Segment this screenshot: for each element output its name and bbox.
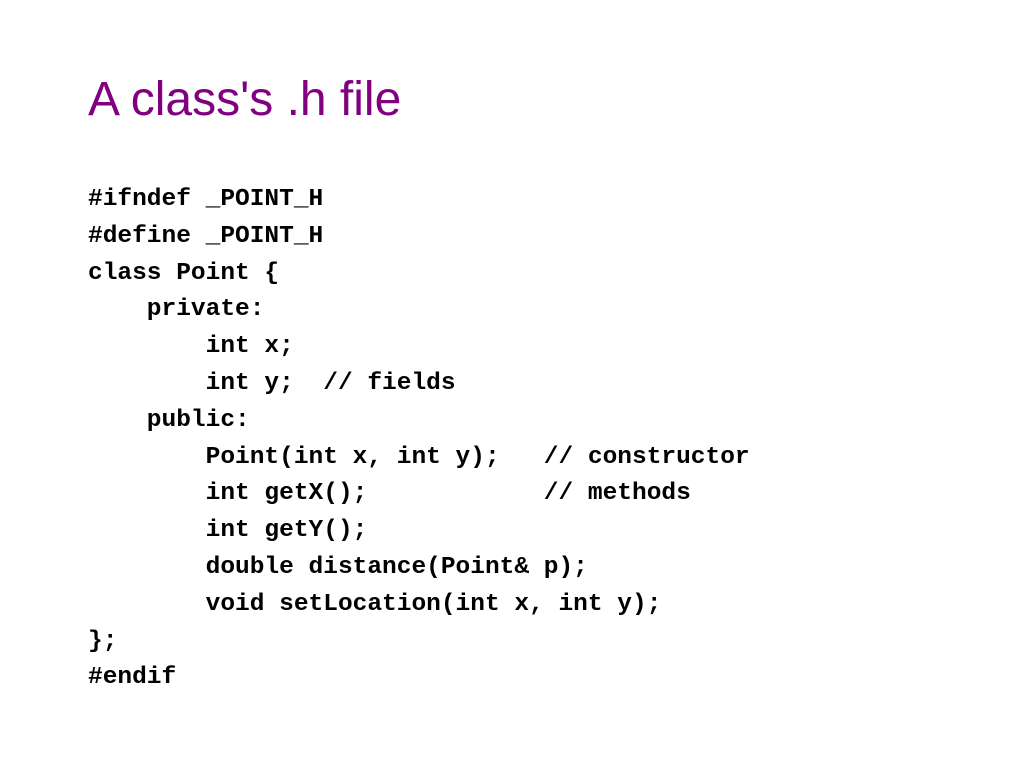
code-line: double distance(Point& p); [88,553,588,581]
code-line: #endif [88,664,177,692]
code-line: int x; [88,333,294,361]
code-block: #ifndef _POINT_H #define _POINT_H class … [88,182,750,697]
code-line: int getX(); // methods [88,480,691,508]
code-line: int y; // fields [88,369,456,397]
code-line: #ifndef _POINT_H [88,186,324,213]
code-line: Point(int x, int y); // constructor [88,443,750,471]
code-line: void setLocation(int x, int y); [88,590,662,618]
code-line: }; [88,627,118,655]
code-line: public: [88,406,250,434]
code-line: #define _POINT_H [88,222,324,250]
slide-title: A class's .h file [88,73,402,126]
code-line: class Point { [88,259,280,287]
code-line: int getY(); [88,517,368,545]
code-line: private: [88,296,265,324]
